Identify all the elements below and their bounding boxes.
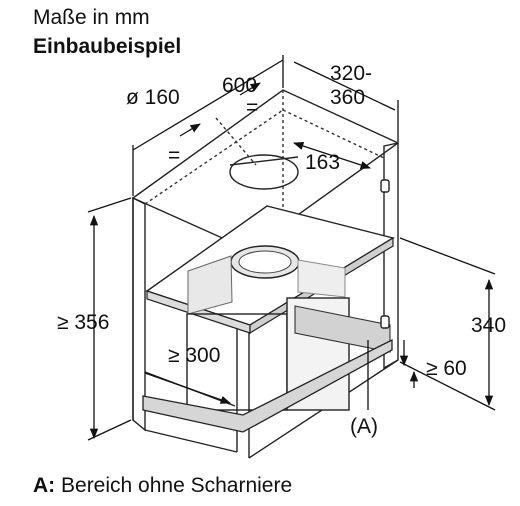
bottom-panel [142,338,393,433]
bottom-front-edge [144,429,238,453]
middle-shelf [145,205,395,335]
cabinet-outline [131,89,400,459]
depth-dim-line [293,61,396,111]
height-356-ext-bottom [87,419,132,441]
dimension-lines [87,55,496,441]
width-dim-line [132,59,284,151]
top-right-hidden [282,109,385,159]
height-340-ext-top [399,237,496,275]
diameter-label: ø 160 [126,86,180,109]
offset-163-label: 163 [305,151,340,174]
min-60-label: ≥ 60 [426,357,467,380]
center-leader [215,117,257,166]
top-cutout [229,154,299,190]
offset-163-line [293,141,371,170]
depth-label-1: 320- [330,62,372,85]
legend-text: Bereich ohne Scharniere [55,474,293,497]
depth-label-2: 360 [330,86,365,109]
zone-a-label: (A) [350,415,378,438]
legend-key: A: [33,474,56,497]
equal-sign-right: = [246,96,258,119]
hinges [380,179,390,329]
lower-hinge-icon [380,315,390,329]
upper-hinge-icon [380,179,390,193]
top-hole-centerline [229,156,299,166]
hood-appliance [142,297,393,433]
units-title: Maße in mm [33,6,150,29]
height-356-label: ≥ 356 [57,311,109,334]
dimension-labels: ø 160 600 = = 320- 360 163 ≥ 356 ≥ 300 3… [57,62,506,438]
legend-footer: A: Bereich ohne Scharniere [33,474,292,498]
duct-opening [238,250,292,274]
duct-right-face [297,259,346,298]
left-side-panel [132,196,146,432]
zone-a-area [294,305,391,353]
height-356-ext-top [87,197,132,213]
height-340-label: 340 [471,314,506,337]
width-label: 600 [222,74,257,97]
width-arrow-right [239,82,261,96]
clearance-300-label: ≥ 300 [168,344,220,367]
top-back-hidden [144,109,284,205]
duct-left-face [187,255,233,315]
clearance-300-line [144,372,231,404]
top-duct-hole [229,154,299,190]
equal-sign-left: = [168,144,180,167]
height-340-ext-bottom [399,361,496,411]
diagram-subtitle: Einbaubeispiel [33,35,182,58]
width-arrow-left [179,123,201,137]
heading: Maße in mm Einbaubeispiel [33,6,181,59]
